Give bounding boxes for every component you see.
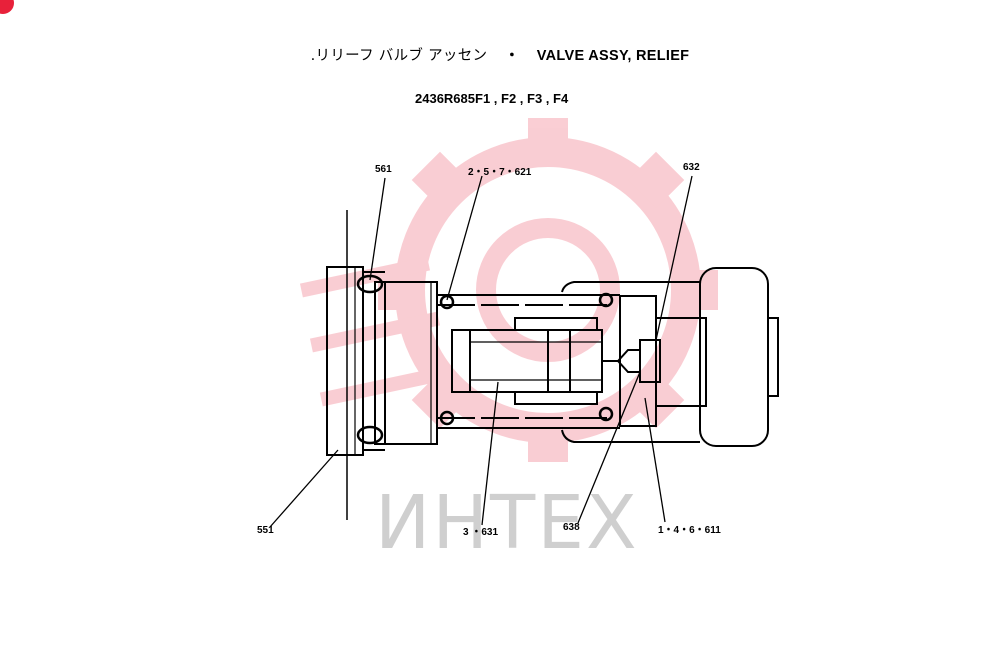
adjusting-knob [699,267,779,447]
valve-cap [561,281,707,443]
callout-1-4-6-611: 1・4・6・611 [658,525,721,536]
callout-638: 638 [563,522,580,533]
corner-mark [0,0,14,14]
title-english: VALVE ASSY, RELIEF [536,48,690,64]
part-number: 2436R685F1 , F2 , F3 , F4 [415,91,569,106]
callout-2-5-7-621: 2・5・7・621 [468,167,532,178]
diagram-title: .リリーフ バルブ アッセン ・ VALVE ASSY, RELIEF [0,44,1000,65]
title-japanese: .リリーフ バルブ アッセン [310,48,488,64]
leader-lines [269,175,693,528]
valve-body [356,274,620,445]
mounting-flange [326,210,385,520]
callout-551: 551 [257,525,274,536]
watermark-text: ИНТЕХ [375,480,639,566]
callout-632: 632 [683,162,700,173]
title-separator: ・ [504,48,520,64]
callout-3-631: 3 ・631 [463,527,499,538]
callout-561: 561 [375,164,392,175]
spool [451,317,618,405]
